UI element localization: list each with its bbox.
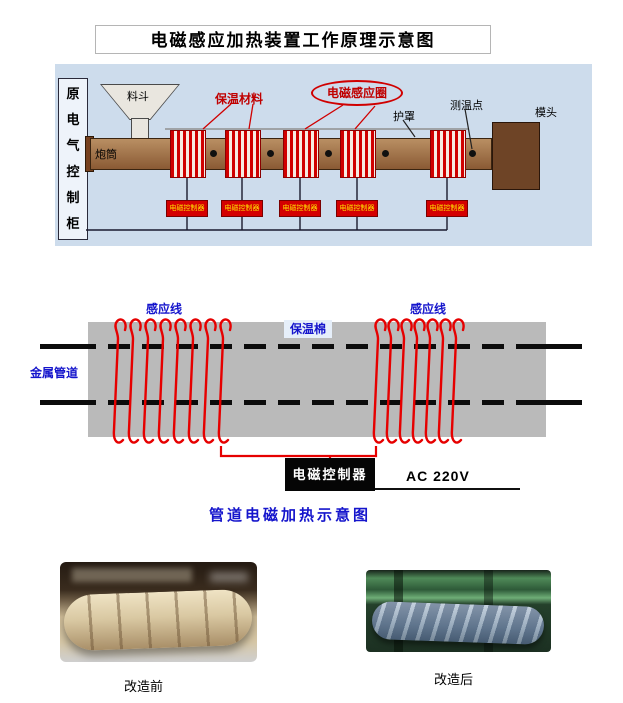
temp-sensor-dot-4: [382, 150, 389, 157]
temp-sensor-dot-2: [267, 150, 274, 157]
pipe-wall-end: [40, 400, 90, 405]
insulation-label: 保温材料: [215, 92, 264, 106]
controller-box-3: 电磁控制器: [279, 200, 321, 217]
barrel-label: 炮筒: [95, 149, 117, 161]
before-caption: 改造前: [124, 679, 164, 694]
temp-point-label: 测温点: [450, 100, 483, 112]
pipe-wall-bottom-dashed: [40, 400, 582, 405]
control-cabinet-label: 原电气控制柜: [66, 86, 80, 231]
em-controller-box: 电磁控制器: [285, 458, 375, 491]
hopper-label: 料斗: [127, 91, 149, 103]
temp-sensor-dot-5: [469, 150, 476, 157]
temp-sensor-dot-3: [325, 150, 332, 157]
insulated-pipe-before: [63, 588, 253, 652]
ac-power-line: [375, 488, 520, 490]
temp-sensor-dot-1: [210, 150, 217, 157]
induction-coil-5: [430, 130, 466, 178]
induction-coil-1: [170, 130, 206, 178]
controller-box-4: 电磁控制器: [336, 200, 378, 217]
photo-before-retrofit: [60, 562, 257, 662]
pipe-wall-top-dashed: [40, 344, 582, 349]
metal-pipe-label: 金属管道: [30, 366, 79, 380]
induction-coil-2: [225, 130, 261, 178]
controller-box-2: 电磁控制器: [221, 200, 263, 217]
induction-coil-4: [340, 130, 376, 178]
pipe-wall-end: [532, 344, 582, 349]
controller-box-1: 电磁控制器: [166, 200, 208, 217]
insulated-pipe-after: [371, 601, 545, 645]
control-cabinet: 原电气控制柜: [58, 78, 88, 240]
die-head-label: 模头: [535, 107, 557, 119]
induction-coil-callout: 电磁感应圈: [311, 80, 403, 106]
induction-wire-label-right: 感应线: [410, 302, 447, 316]
insulation-cotton-label: 保温棉: [289, 322, 326, 336]
pipe-body: [88, 322, 546, 437]
insulation-cotton-tag: 保温棉: [284, 320, 332, 338]
pipe-wall-end: [532, 400, 582, 405]
photo-after-retrofit: [366, 570, 551, 652]
principle-diagram: 原电气控制柜 料斗 炮筒 保温材料 电磁感应圈 护罩 测温点 模头 电磁控制器 …: [55, 64, 592, 246]
photo-highlight: [72, 568, 192, 582]
photo-highlight: [210, 572, 248, 582]
die-head: [492, 122, 540, 190]
after-caption: 改造后: [434, 672, 474, 687]
hopper-stem: [131, 118, 149, 140]
pipeline-diagram-caption: 管道电磁加热示意图: [208, 507, 371, 524]
page-title: 电磁感应加热装置工作原理示意图: [95, 25, 491, 54]
induction-coil-label: 电磁感应圈: [326, 86, 387, 100]
induction-coil-3: [283, 130, 319, 178]
ac-power-label: AC 220V: [406, 468, 470, 484]
induction-wire-label-left: 感应线: [146, 302, 183, 316]
controller-box-5: 电磁控制器: [426, 200, 468, 217]
pipe-wall-end: [40, 344, 90, 349]
shield-label: 护罩: [393, 111, 415, 123]
